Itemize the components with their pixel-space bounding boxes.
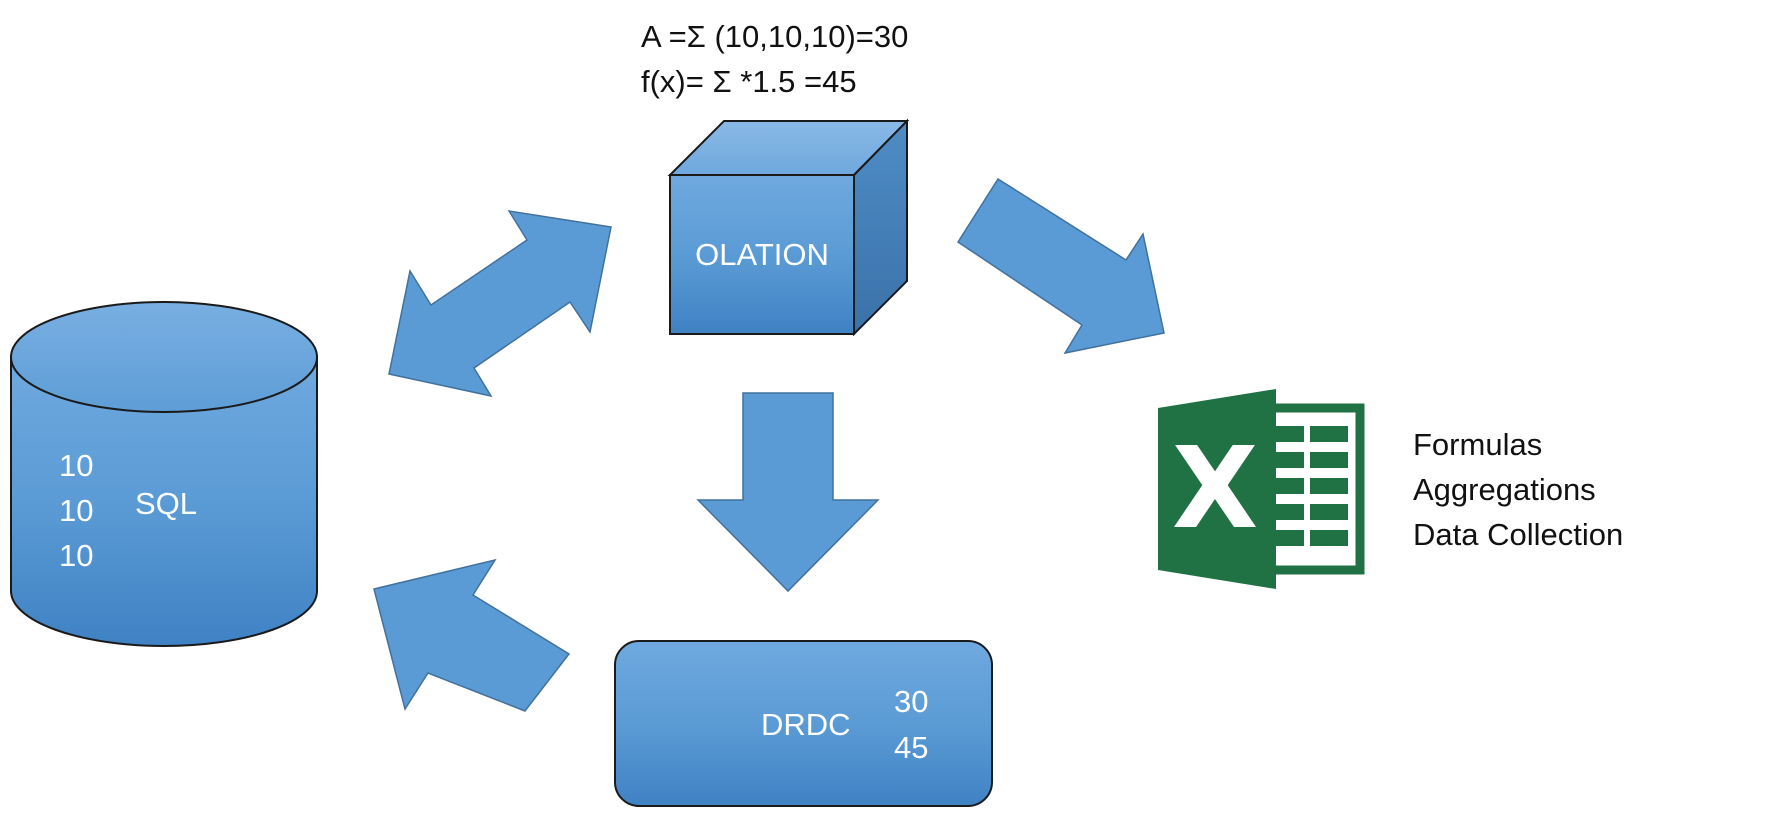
formula-line-sum: A =Σ (10,10,10)=30 xyxy=(641,19,908,54)
drdc-label: DRDC xyxy=(761,707,851,742)
drdc-value-1: 30 xyxy=(894,684,928,719)
sql-label: SQL xyxy=(135,486,197,521)
sql-value-2: 10 xyxy=(59,493,93,528)
excel-book-cover xyxy=(1158,389,1276,589)
excel-grid-cells xyxy=(1274,426,1348,546)
drdc-box: DRDC 30 45 xyxy=(614,640,993,807)
arrow-olation-to-drdc xyxy=(696,392,880,593)
excel-icon: X xyxy=(1158,389,1365,589)
cylinder-body xyxy=(10,356,318,647)
cylinder-top xyxy=(10,301,318,413)
drdc-value-2: 45 xyxy=(894,730,928,765)
excel-feature-formulas: Formulas xyxy=(1413,427,1542,462)
sql-value-1: 10 xyxy=(59,448,93,483)
formula-line-function: f(x)= Σ *1.5 =45 xyxy=(641,64,857,99)
sql-database: 10 10 10 SQL xyxy=(10,301,318,647)
excel-letter: X xyxy=(1172,424,1258,554)
olation-cube: OLATION xyxy=(667,118,910,337)
cube-front-face xyxy=(669,174,855,335)
excel-feature-data-collection: Data Collection xyxy=(1413,517,1623,552)
sql-value-3: 10 xyxy=(59,538,93,573)
cube-label: OLATION xyxy=(695,237,829,272)
excel-feature-aggregations: Aggregations xyxy=(1413,472,1596,507)
arrow-drdc-to-sql xyxy=(373,558,571,712)
drdc-rect xyxy=(614,640,993,807)
arrow-olation-to-excel xyxy=(956,177,1165,355)
bidirectional-arrow-sql-olation xyxy=(388,210,612,398)
